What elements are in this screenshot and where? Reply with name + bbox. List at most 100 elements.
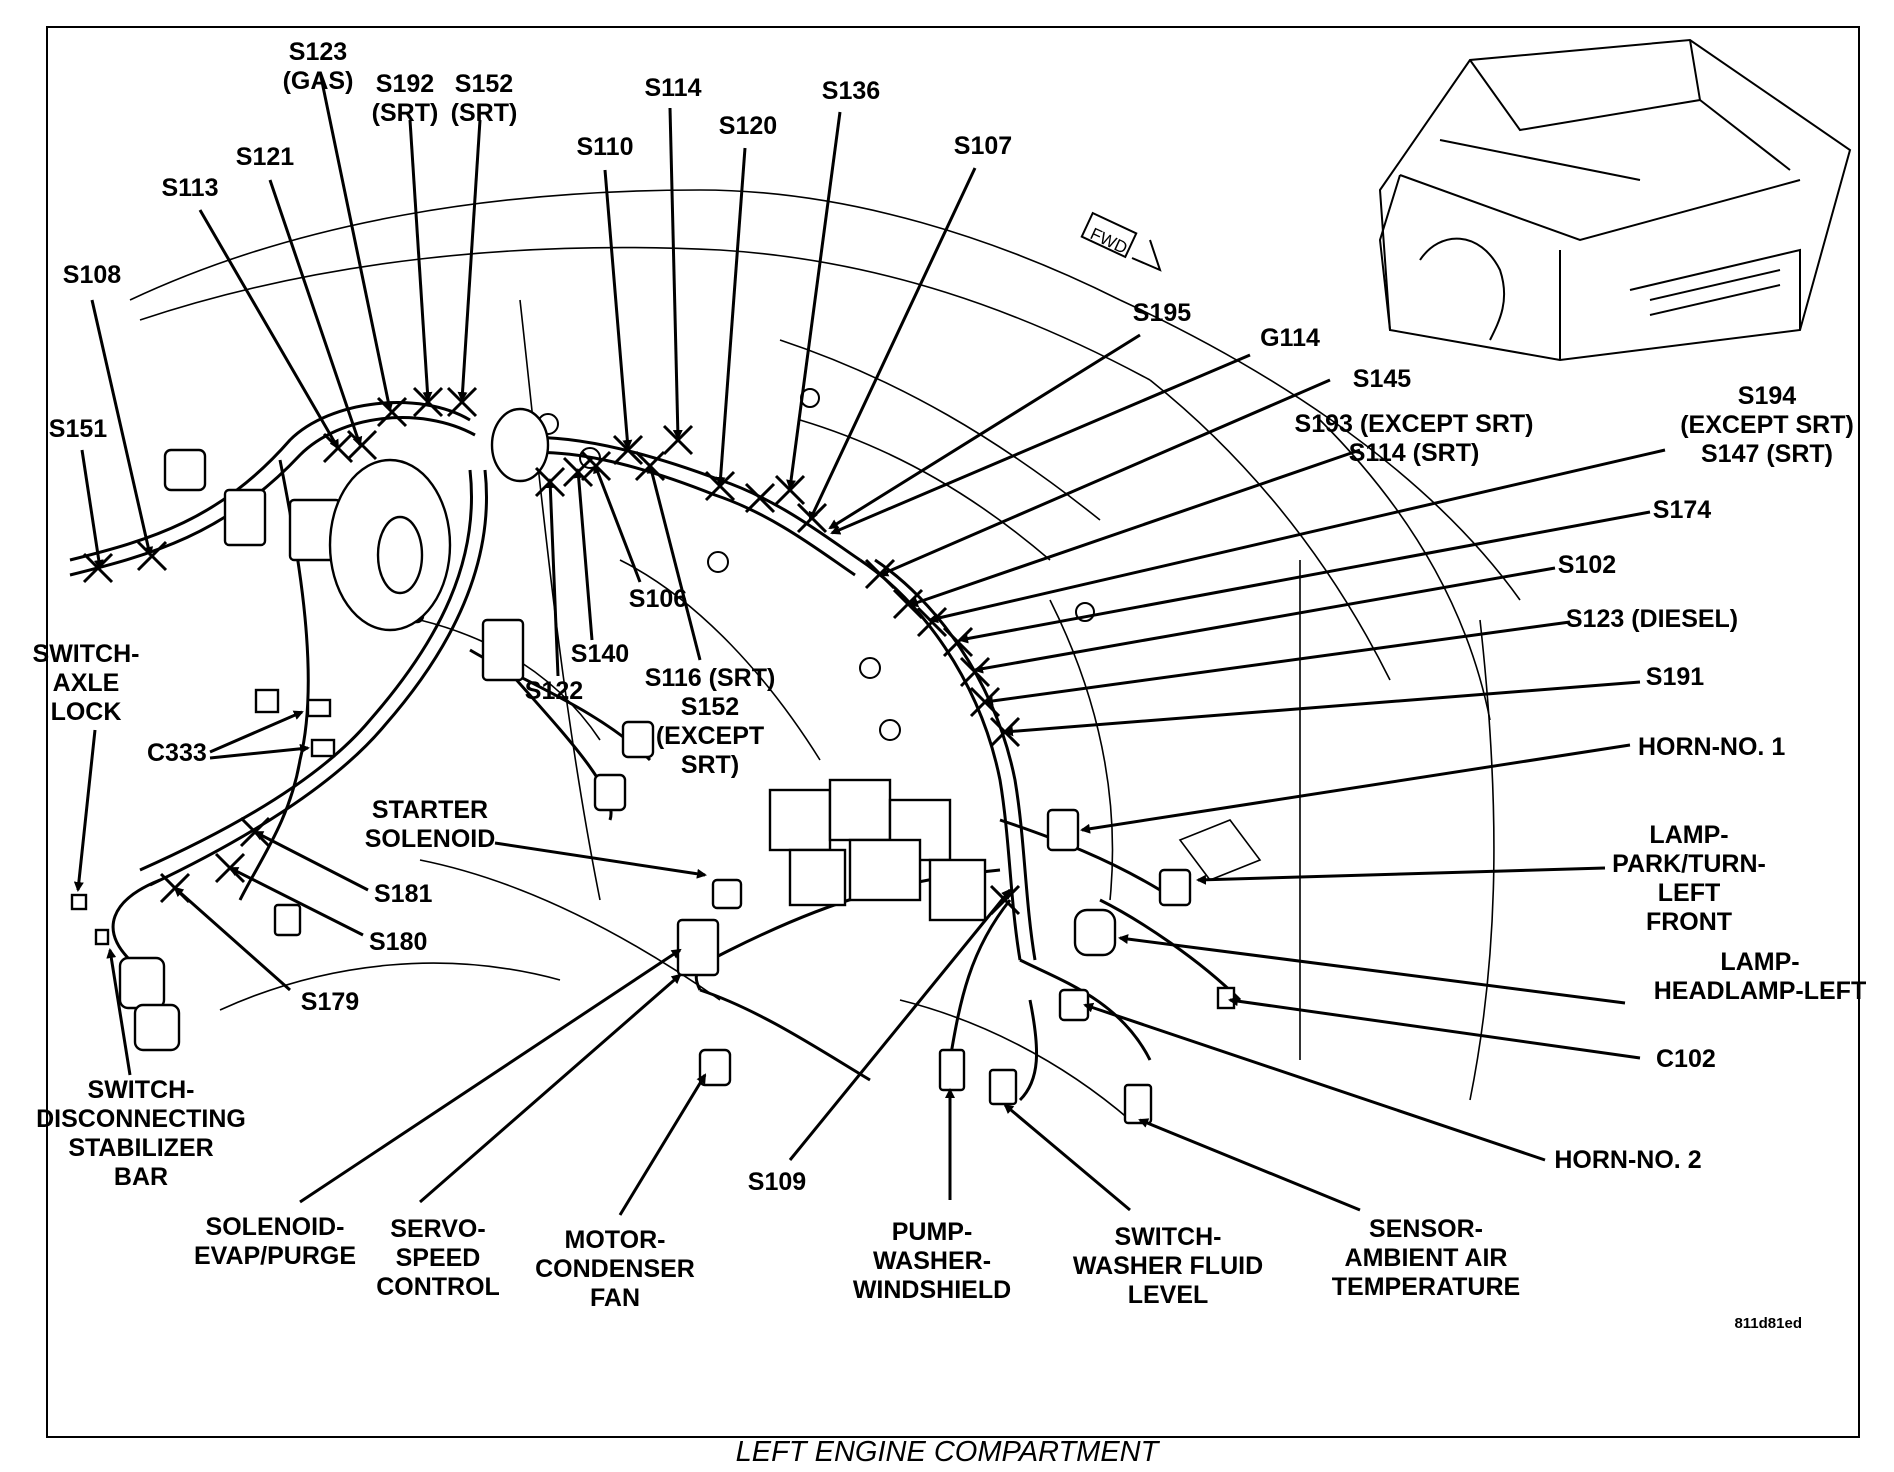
- label-line: G114: [1260, 324, 1320, 352]
- leader-c333-second: [209, 743, 310, 760]
- leader-switch-axle-lock: [73, 729, 97, 892]
- label-s109: S109: [748, 1168, 806, 1196]
- label-line: S123 (DIESEL): [1566, 605, 1738, 633]
- label-c102: C102: [1656, 1045, 1716, 1073]
- label-line: PUMP-: [892, 1218, 973, 1246]
- label-line: LAMP-: [1720, 948, 1799, 976]
- label-line: S179: [301, 988, 359, 1016]
- leader-s108: [90, 299, 154, 557]
- label-line: S194: [1738, 382, 1796, 410]
- label-line: FRONT: [1646, 908, 1732, 936]
- label-line: S122: [525, 677, 583, 705]
- leader-s106: [593, 463, 642, 583]
- label-line: S102: [1558, 551, 1616, 579]
- label-s122: S122: [525, 677, 583, 705]
- leader-s151: [80, 449, 104, 570]
- label-line: WASHER FLUID: [1073, 1252, 1263, 1280]
- label-line: LOCK: [51, 698, 122, 726]
- diagram-frame: [46, 26, 1860, 1438]
- splice-x-mark-stroke: [942, 626, 974, 658]
- label-pump-washer: PUMP-WASHER-WINDSHIELD: [853, 1218, 1011, 1304]
- label-line: (EXCEPT: [656, 722, 764, 750]
- leader-s121: [268, 179, 363, 447]
- leader-s109: [788, 888, 1012, 1161]
- label-s174: S174: [1653, 496, 1711, 524]
- label-s113: S113: [161, 174, 218, 202]
- leader-s120: [715, 147, 747, 487]
- leader-s113: [198, 209, 340, 450]
- label-s136: S136: [822, 77, 880, 105]
- label-line: LEVEL: [1128, 1281, 1209, 1309]
- label-line: S174: [1653, 496, 1711, 524]
- label-line: S116 (SRT): [645, 664, 776, 692]
- label-s120: S120: [719, 112, 777, 140]
- leader-servo-speed: [419, 973, 682, 1204]
- label-s179: S179: [301, 988, 359, 1016]
- leader-s107: [808, 167, 977, 522]
- leader-s136: [786, 111, 842, 490]
- label-s114: S114: [644, 74, 701, 102]
- leader-s110: [603, 169, 633, 450]
- splice-x-mark-stroke: [376, 396, 408, 428]
- label-line: LEFT: [1658, 879, 1721, 907]
- label-line: EVAP/PURGE: [194, 1242, 356, 1270]
- label-line: SRT): [681, 751, 739, 779]
- label-lamp-headlamp: LAMP-HEADLAMP-LEFT: [1654, 948, 1866, 1005]
- label-line: SWITCH-: [33, 640, 140, 668]
- label-s180: S180: [369, 928, 427, 956]
- label-s106: S106: [629, 585, 687, 613]
- leader-s116: [647, 463, 702, 661]
- label-line: LAMP-: [1649, 821, 1728, 849]
- label-line: SOLENOID-: [206, 1213, 345, 1241]
- leader-s179: [173, 886, 291, 992]
- splice-x-mark-stroke: [744, 482, 776, 514]
- label-line: S114 (SRT): [1349, 439, 1480, 467]
- label-line: S140: [571, 640, 629, 668]
- leader-s145: [878, 378, 1331, 577]
- label-line: (SRT): [372, 99, 439, 127]
- label-line: STABILIZER: [68, 1134, 213, 1162]
- leader-motor-condenser: [618, 1073, 707, 1216]
- label-line: FAN: [590, 1284, 640, 1312]
- label-line: SWITCH-: [88, 1076, 195, 1104]
- leader-s140: [573, 468, 594, 641]
- label-s181: S181: [374, 880, 432, 908]
- label-horn-no2: HORN-NO. 2: [1554, 1146, 1701, 1174]
- vehicle-body-sketch: [129, 189, 1521, 1121]
- relay-center: [768, 778, 987, 922]
- label-line: WINDSHIELD: [853, 1276, 1011, 1304]
- label-line: S193 (EXCEPT SRT): [1295, 410, 1534, 438]
- label-line: S147 (SRT): [1701, 440, 1833, 468]
- label-s192-srt: S192(SRT): [372, 70, 439, 127]
- label-line: S120: [719, 112, 777, 140]
- label-line: (GAS): [283, 67, 354, 95]
- label-line: AXLE: [53, 669, 120, 697]
- label-line: SPEED: [396, 1244, 481, 1272]
- label-line: CONTROL: [376, 1273, 500, 1301]
- label-line: WASHER-: [873, 1247, 991, 1275]
- label-s121: S121: [236, 143, 294, 171]
- label-line: S192: [376, 70, 434, 98]
- label-line: S108: [63, 261, 121, 289]
- label-line: DISCONNECTING: [36, 1105, 246, 1133]
- label-s102: S102: [1558, 551, 1616, 579]
- label-line: MOTOR-: [565, 1226, 666, 1254]
- starter-component: [328, 407, 550, 632]
- leader-s122: [545, 478, 560, 677]
- label-s123-diesel: S123 (DIESEL): [1566, 605, 1738, 633]
- leader-lines: [73, 71, 1666, 1216]
- label-line: S181: [374, 880, 432, 908]
- label-g114: G114: [1260, 324, 1320, 352]
- leader-s123-gas: [318, 71, 394, 412]
- label-s145: S145: [1353, 365, 1411, 393]
- splice-x-mark-stroke: [892, 588, 924, 620]
- label-line: HORN-NO. 1: [1638, 733, 1785, 761]
- label-s151: S151: [49, 415, 107, 443]
- label-solenoid-evap: SOLENOID-EVAP/PURGE: [194, 1213, 356, 1270]
